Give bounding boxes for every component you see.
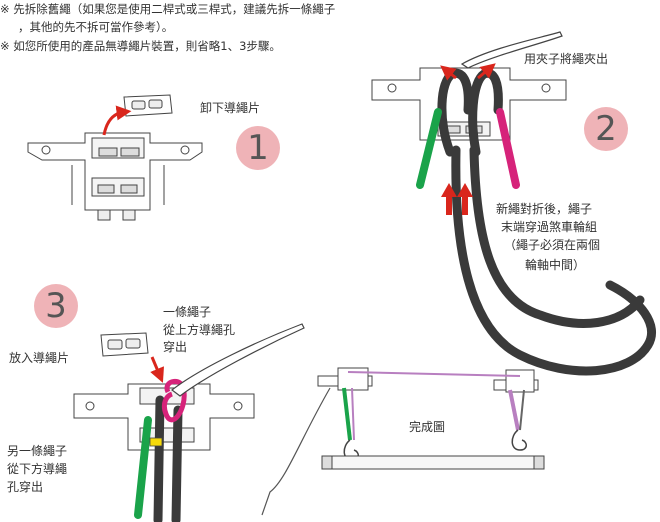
- step-3-bottom-line-1: 另一條繩子: [7, 444, 68, 458]
- step-2-tweezers: [460, 31, 563, 69]
- complete-label: 完成圖: [409, 420, 446, 434]
- step-2-line-1: 新繩對折後，繩子: [496, 202, 593, 216]
- step-2-line-2: 末端穿過煞車輪組: [501, 220, 598, 234]
- complete-right-grey-rope: [519, 389, 525, 431]
- step-3-green-rope: [134, 416, 152, 519]
- step-3-yellow-hole: [149, 437, 163, 447]
- step-2-pull-arrows: [440, 63, 496, 81]
- step-3-tweezers: [171, 323, 305, 397]
- step-2-up-arrows: [441, 183, 473, 215]
- step-3-insert-label: 放入導繩片: [9, 351, 70, 365]
- note-line-1: ※ 先拆除舊繩（如果您是使用二桿式或三桿式，建議先拆一條繩子: [0, 2, 336, 16]
- step-2-number: 2: [584, 107, 628, 151]
- step-3-dark-ropes: [153, 395, 183, 522]
- complete-left-purple-rope: [351, 387, 355, 441]
- step-3-bottom-line-3: 孔穿出: [7, 480, 44, 494]
- step-1-number: 1: [236, 126, 280, 170]
- step-3-insert-arrow: [150, 356, 165, 383]
- step-1-bracket: [27, 132, 203, 221]
- complete-left-green-rope: [342, 387, 352, 441]
- step-3-top-line-2: 從上方導繩孔: [163, 323, 236, 337]
- step-2-clip-label: 用夾子將繩夾出: [524, 52, 609, 66]
- step-3-guide-plate: [100, 332, 149, 357]
- step-2-dark-ropes: [437, 68, 657, 376]
- step-2-magenta-rope: [496, 108, 520, 189]
- step-3-top-line-3: 穿出: [163, 340, 188, 354]
- step-1-label: 卸下導繩片: [200, 101, 261, 115]
- complete-right-bracket: [493, 369, 539, 393]
- step-3-number: 3: [34, 284, 78, 328]
- step-3-magenta-loop: [161, 379, 187, 423]
- step-2-green-rope: [416, 108, 442, 189]
- step-1-remove-arrow: [102, 105, 132, 136]
- step-3-bottom-line-2: 從下方導繩: [7, 462, 68, 476]
- complete-hanging-cord: [261, 387, 331, 516]
- step-2-line-4: 輪軸中間）: [525, 258, 586, 272]
- complete-left-bracket: [317, 367, 373, 391]
- note-line-3: ※ 如您所使用的產品無導繩片裝置，則省略1、3步驟。: [0, 39, 281, 53]
- step-3-top-line-1: 一條繩子: [163, 305, 212, 319]
- step-1-guide-plate: [123, 94, 173, 117]
- complete-top-rope: [347, 371, 521, 377]
- note-line-2: ，其他的先不拆可當作參考）。: [18, 20, 174, 34]
- complete-hanging-bar: [321, 455, 545, 470]
- step-2-line-3: （繩子必須在兩個: [504, 238, 601, 252]
- complete-right-purple-rope: [508, 389, 520, 431]
